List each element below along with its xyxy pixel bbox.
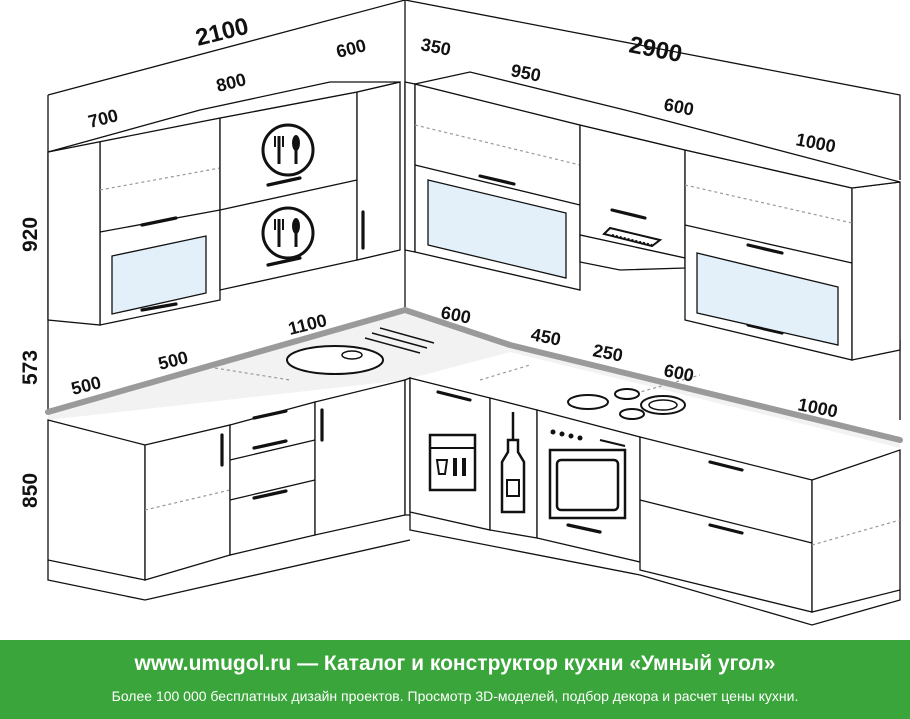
dim-height-850: 850 [19, 473, 42, 508]
upper-cabinets-left [47, 81, 401, 326]
dim-wall-950: 950 [509, 60, 542, 85]
dim-height-573: 573 [19, 350, 42, 385]
dim-base-450: 450 [529, 324, 562, 349]
hood-icon [602, 226, 663, 248]
hob-icon [567, 388, 686, 420]
glass-door-upper-mid [427, 179, 567, 279]
sink-icon [286, 327, 435, 375]
footer-banner: www.umugol.ru — Каталог и конструктор ку… [0, 640, 910, 719]
dishwasher-icon [428, 433, 477, 492]
countertop [45, 306, 903, 448]
cutlery-plate-icon [261, 206, 315, 260]
lower-cabinets-left [47, 379, 411, 601]
dim-top-total-left: 2100 [193, 13, 251, 52]
upper-cabinets-right [404, 71, 901, 361]
dim-wall-1000: 1000 [794, 129, 837, 156]
footer-headline-link[interactable]: www.umugol.ru — Каталог и конструктор ку… [134, 652, 776, 675]
kitchen-layout-drawing: 2100 2900 700 800 600 350 950 600 1000 9… [19, 0, 903, 626]
glass-door-upper-left [111, 235, 207, 315]
dim-wall-600-left: 600 [334, 35, 368, 62]
footer-subline: Более 100 000 бесплатных дизайн проектов… [111, 688, 799, 704]
dim-wall-600-right: 600 [662, 94, 695, 119]
dim-height-920: 920 [19, 217, 42, 252]
oven-icon [548, 429, 627, 534]
cutlery-plate-icon [261, 123, 315, 177]
bottle-icon [500, 412, 526, 514]
dim-top-total-right: 2900 [627, 31, 685, 68]
dim-wall-350: 350 [419, 34, 452, 59]
dim-base-250: 250 [591, 340, 624, 365]
dim-wall-700: 700 [86, 105, 120, 132]
glass-door-upper-right [696, 252, 839, 346]
dim-wall-800: 800 [214, 69, 248, 96]
